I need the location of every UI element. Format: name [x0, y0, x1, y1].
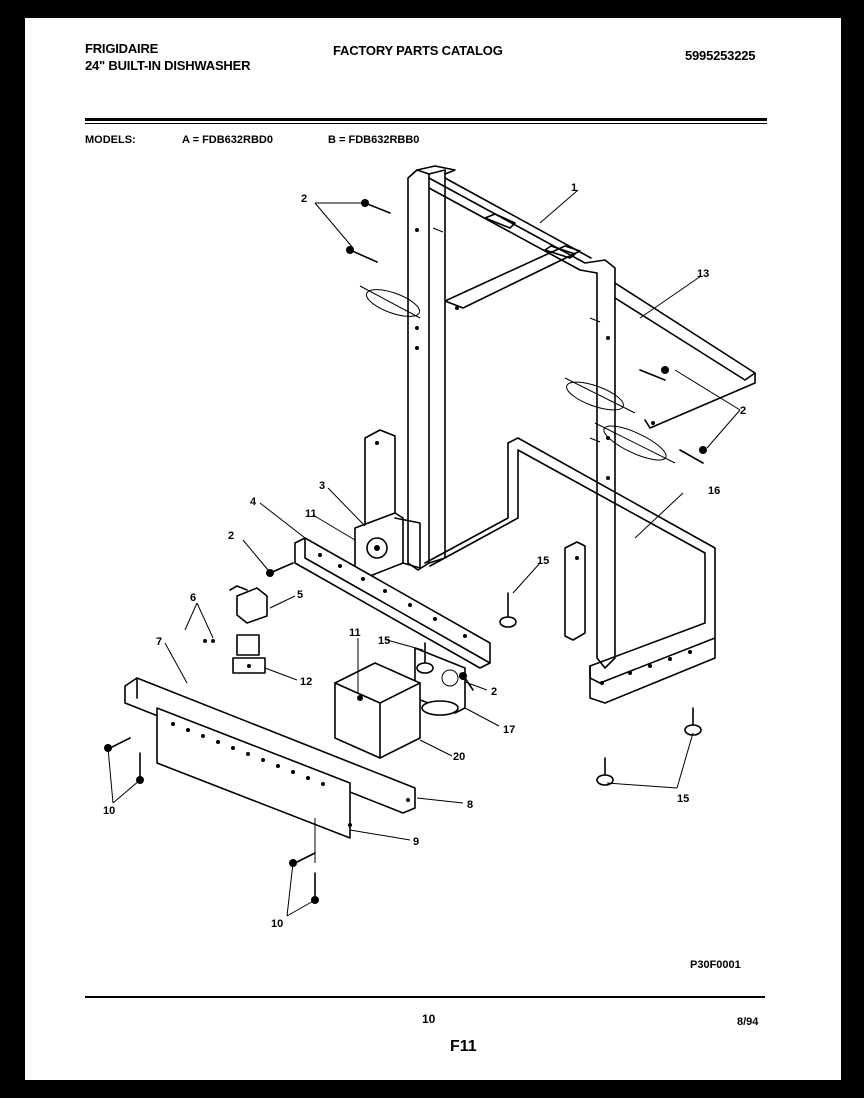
page-number: 10: [422, 1012, 436, 1026]
catalog-title: FACTORY PARTS CATALOG: [333, 43, 503, 58]
callout-15b: 15: [378, 635, 390, 647]
header-rule-bottom: [85, 123, 767, 124]
callout-20: 20: [453, 751, 465, 763]
exploded-parts-diagram: 1 2 2 2 2 2 3 4 5 6 7 8 9 10 10 11 11 12…: [103, 165, 756, 971]
callout-15c: 15: [677, 793, 689, 805]
callout-2d: 2: [491, 686, 497, 698]
leader-lines: [107, 189, 741, 917]
hinge-assembly-part: [354, 512, 421, 579]
switch-part: [203, 585, 268, 643]
brand-name: FRIGIDAIRE: [85, 41, 159, 56]
callout-labels: 1 2 2 2 2 2 3 4 5 6 7 8 9 10 10 11 11 12…: [103, 182, 746, 930]
callout-2b: 2: [740, 405, 746, 417]
callout-10a: 10: [103, 805, 115, 817]
base-frame-part: [424, 437, 716, 704]
callout-16: 16: [708, 485, 720, 497]
callout-13: 13: [697, 268, 709, 280]
callout-3: 3: [319, 480, 325, 492]
footer-rule: [85, 996, 765, 998]
callout-5: 5: [297, 589, 303, 601]
callout-11a: 11: [305, 508, 317, 520]
figure-code: P30F0001: [690, 959, 741, 971]
model-a: A = FDB632RBD0: [182, 134, 273, 146]
callout-6: 6: [190, 592, 196, 604]
leveling-bracket-part: [414, 647, 466, 716]
callout-8: 8: [467, 799, 473, 811]
callout-4: 4: [250, 496, 257, 508]
solenoid-part: [232, 634, 266, 674]
callout-2c: 2: [228, 530, 234, 542]
parts-sheet: FRIGIDAIRE 24" BUILT-IN DISHWASHER FACTO…: [25, 18, 841, 1080]
revision-date: 8/94: [737, 1016, 759, 1028]
header-rule-top: [85, 118, 767, 121]
callout-9: 9: [413, 836, 419, 848]
callout-11b: 11: [349, 627, 361, 639]
door-frame-part: [407, 165, 616, 669]
access-panel-part: [124, 677, 416, 839]
callout-2a: 2: [301, 193, 307, 205]
control-module-part: [334, 662, 421, 759]
callout-7: 7: [156, 636, 162, 648]
screws: [104, 199, 707, 904]
frame-cutouts: [359, 285, 676, 464]
callout-12: 12: [300, 676, 312, 688]
callout-10b: 10: [271, 918, 283, 930]
catalog-number: 5995253225: [685, 48, 756, 63]
product-name: 24" BUILT-IN DISHWASHER: [85, 58, 251, 73]
callout-15a: 15: [537, 555, 549, 567]
models-label: MODELS:: [85, 134, 136, 146]
section-code: F11: [450, 1038, 477, 1055]
callout-1: 1: [571, 182, 577, 194]
callout-17: 17: [503, 724, 515, 736]
cross-brace-part: [444, 245, 756, 429]
model-b: B = FDB632RBB0: [328, 134, 420, 146]
